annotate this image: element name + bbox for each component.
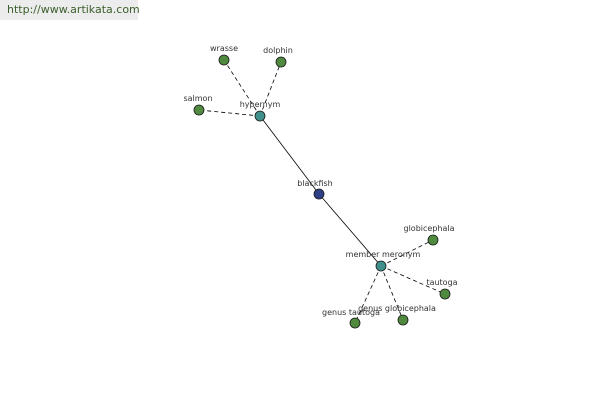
- edge-meronym-globicephala: [380, 239, 434, 267]
- node-genus-globicephala[interactable]: [397, 314, 409, 326]
- label-genus-tautoga[interactable]: genus tautoga: [322, 308, 380, 317]
- edge-meronym-tautoga: [380, 265, 446, 295]
- label-genus-globicephala[interactable]: genus globicephala: [358, 304, 436, 313]
- edge-hypernym-salmon: [198, 109, 261, 117]
- node-dolphin[interactable]: [275, 56, 287, 68]
- label-member-meronym[interactable]: member meronym: [346, 250, 421, 259]
- label-globicephala[interactable]: globicephala: [404, 224, 455, 233]
- graph-nodes: [193, 54, 451, 329]
- label-salmon[interactable]: salmon: [183, 94, 212, 103]
- label-blackfish[interactable]: blackfish: [297, 179, 333, 188]
- label-wrasse[interactable]: wrasse: [210, 44, 238, 53]
- node-wrasse[interactable]: [218, 54, 230, 66]
- watermark-url[interactable]: http://www.artikata.com: [0, 0, 140, 20]
- edge-hypernym-dolphin: [259, 61, 282, 117]
- node-globicephala[interactable]: [427, 234, 439, 246]
- label-dolphin[interactable]: dolphin: [263, 46, 293, 55]
- edge-blackfish-hypernym: [259, 115, 320, 195]
- node-member-meronym[interactable]: [375, 260, 387, 272]
- label-tautoga[interactable]: tautoga: [426, 278, 457, 287]
- edge-meronym-genus-tautoga: [354, 265, 382, 324]
- edge-meronym-genus-globicephala: [380, 265, 404, 321]
- node-blackfish[interactable]: [313, 188, 325, 200]
- node-genus-tautoga[interactable]: [349, 317, 361, 329]
- edge-blackfish-member-meronym: [318, 193, 382, 267]
- graph-labels: wrasse dolphin salmon hypernym blackfish…: [183, 44, 457, 317]
- node-hypernym[interactable]: [254, 110, 266, 122]
- graph-edges: [198, 59, 446, 324]
- label-hypernym[interactable]: hypernym: [240, 100, 281, 109]
- node-tautoga[interactable]: [439, 288, 451, 300]
- node-salmon[interactable]: [193, 104, 205, 116]
